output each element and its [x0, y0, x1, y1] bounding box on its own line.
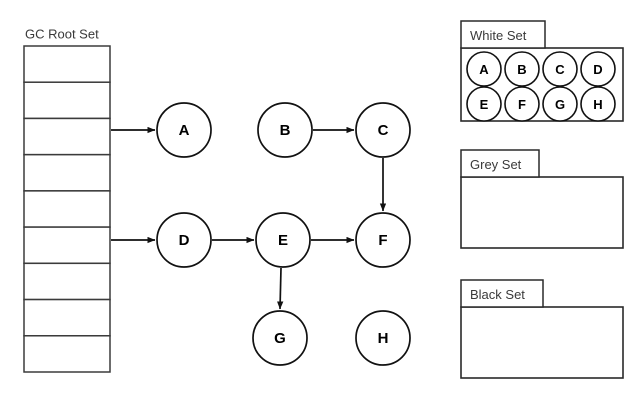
- black-set-group: Black Set: [460, 279, 624, 379]
- node-label-c: C: [378, 122, 389, 139]
- white-set-member-circle-e: [466, 86, 502, 122]
- white-set-member-label-e: E: [480, 97, 489, 112]
- root-slot-5[interactable]: [23, 190, 111, 228]
- root-slot-9[interactable]: [23, 335, 111, 373]
- root-slot-4[interactable]: [23, 153, 111, 192]
- white-set-member-circle-f: [504, 86, 540, 122]
- grey-set-label: Grey Set: [470, 157, 522, 172]
- node-label-f: F: [378, 232, 387, 249]
- grey-set-tab[interactable]: [460, 149, 540, 178]
- root-slot-2[interactable]: [23, 81, 111, 120]
- node-circle-a: [156, 102, 212, 158]
- object-node-f[interactable]: F: [355, 212, 411, 268]
- node-label-b: B: [280, 122, 291, 139]
- node-circle-g: [252, 310, 308, 366]
- object-node-g[interactable]: G: [252, 310, 308, 366]
- white-set-member-label-g: G: [555, 97, 565, 112]
- node-circle-b: [257, 102, 313, 158]
- object-node-h[interactable]: H: [355, 310, 411, 366]
- node-circle-c: [355, 102, 411, 158]
- black-set-label: Black Set: [470, 287, 525, 302]
- white-set-member-circle-c: [542, 51, 578, 87]
- object-node-b[interactable]: B: [257, 102, 313, 158]
- node-circle-e: [255, 212, 311, 268]
- edges-group: [111, 126, 387, 310]
- white-set-tab[interactable]: [460, 20, 546, 49]
- white-set-member-d[interactable]: D: [580, 51, 616, 87]
- white-set-member-circle-h: [580, 86, 616, 122]
- white-set-member-label-h: H: [593, 97, 602, 112]
- white-set-member-circle-b: [504, 51, 540, 87]
- root-slot-8[interactable]: [23, 298, 111, 337]
- object-node-a[interactable]: A: [156, 102, 212, 158]
- white-set-member-circle-a: [466, 51, 502, 87]
- white-set-member-label-b: B: [517, 62, 526, 77]
- node-label-d: D: [179, 232, 190, 249]
- white-set-member-label-a: A: [479, 62, 489, 77]
- white-set-member-a[interactable]: A: [466, 51, 502, 87]
- node-label-g: G: [274, 330, 286, 347]
- white-set-label: White Set: [470, 28, 527, 43]
- node-label-a: A: [179, 122, 190, 139]
- object-node-c[interactable]: C: [355, 102, 411, 158]
- white-set-member-circle-d: [580, 51, 616, 87]
- node-label-h: H: [378, 330, 389, 347]
- black-set-tab[interactable]: [460, 279, 544, 308]
- white-set-member-e[interactable]: E: [466, 86, 502, 122]
- node-circle-f: [355, 212, 411, 268]
- node-circle-h: [355, 310, 411, 366]
- node-circle-d: [156, 212, 212, 268]
- white-set-member-label-f: F: [518, 97, 526, 112]
- root-slot-7[interactable]: [23, 262, 111, 301]
- white-set-member-label-d: D: [593, 62, 602, 77]
- grey-set-group: Grey Set: [460, 149, 624, 249]
- white-set-member-h[interactable]: H: [580, 86, 616, 122]
- object-nodes-group: A B C D E F G H: [156, 102, 411, 366]
- root-slot-3[interactable]: [23, 117, 111, 156]
- white-set-member-g[interactable]: G: [542, 86, 578, 122]
- root-slot-1[interactable]: [23, 45, 111, 83]
- white-set-member-circle-g: [542, 86, 578, 122]
- white-set-member-c[interactable]: C: [542, 51, 578, 87]
- black-set-body[interactable]: [460, 306, 624, 379]
- gc-root-set-title: GC Root Set: [25, 27, 99, 42]
- grey-set-body[interactable]: [460, 176, 624, 249]
- root-slot-6[interactable]: [23, 226, 111, 265]
- edge-e-to-g: [276, 267, 284, 310]
- object-node-d[interactable]: D: [156, 212, 212, 268]
- gc-root-set-group: GC Root Set: [23, 27, 111, 373]
- white-set-member-label-c: C: [555, 62, 565, 77]
- object-node-e[interactable]: E: [255, 212, 311, 268]
- white-set-member-f[interactable]: F: [504, 86, 540, 122]
- white-set-member-b[interactable]: B: [504, 51, 540, 87]
- node-label-e: E: [278, 232, 288, 249]
